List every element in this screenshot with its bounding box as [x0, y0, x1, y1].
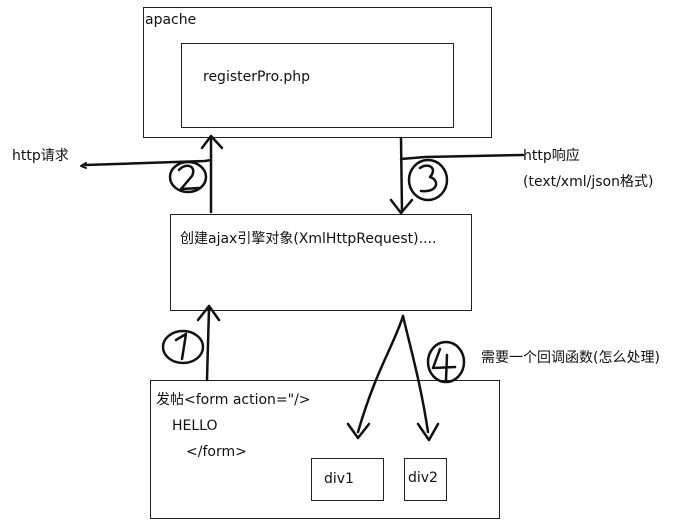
- callback-label: 需要一个回调函数(怎么处理): [481, 350, 660, 366]
- http-response-label: http响应: [523, 148, 580, 164]
- php-box: registerPro.php: [181, 43, 454, 128]
- arrow-page-to-ajax: [205, 306, 211, 382]
- form-open-text: 发帖<form action="/>: [156, 392, 311, 408]
- hello-text: HELLO: [172, 418, 218, 434]
- http-request-label: http请求: [12, 148, 69, 164]
- step-4-circle: [426, 340, 466, 384]
- response-formats-label: (text/xml/json格式): [523, 174, 654, 190]
- page-box: 发帖<form action="/> HELLO </form>: [150, 380, 500, 519]
- div2-label: div2: [408, 470, 438, 486]
- request-branch-line: [83, 158, 213, 167]
- ajax-engine-box: 创建ajax引擎对象(XmlHttpRequest)....: [170, 214, 472, 311]
- ajax-engine-label: 创建ajax引擎对象(XmlHttpRequest)....: [180, 231, 437, 247]
- step-2-digit: [177, 164, 202, 191]
- step-2-circle: [168, 160, 208, 194]
- apache-box: apache: [143, 7, 492, 138]
- step-3-circle: [407, 158, 449, 202]
- arrowhead-apache-to-ajax: [389, 198, 414, 215]
- arrowhead-page-to-ajax: [196, 304, 221, 322]
- step-4-digit: [431, 347, 457, 382]
- form-close-text: </form>: [186, 444, 247, 460]
- div1-box: div1: [311, 458, 384, 501]
- arrow-apache-to-ajax: [399, 136, 404, 214]
- step-1-digit: [174, 332, 188, 361]
- div2-box: div2: [404, 458, 447, 501]
- apache-label: apache: [145, 12, 197, 28]
- div1-label: div1: [324, 471, 354, 487]
- php-label: registerPro.php: [203, 69, 311, 85]
- arrowhead-ajax-to-div2: [416, 422, 440, 442]
- request-branch-tip: [80, 162, 87, 169]
- step-1-circle: [161, 329, 205, 365]
- step-3-digit: [418, 164, 438, 193]
- arrowhead-ajax-to-apache: [200, 134, 224, 150]
- arrow-ajax-to-div1: [356, 314, 405, 434]
- arrow-ajax-to-div2: [401, 314, 430, 434]
- arrowhead-ajax-to-div1: [346, 422, 371, 440]
- response-branch-line: [399, 153, 525, 161]
